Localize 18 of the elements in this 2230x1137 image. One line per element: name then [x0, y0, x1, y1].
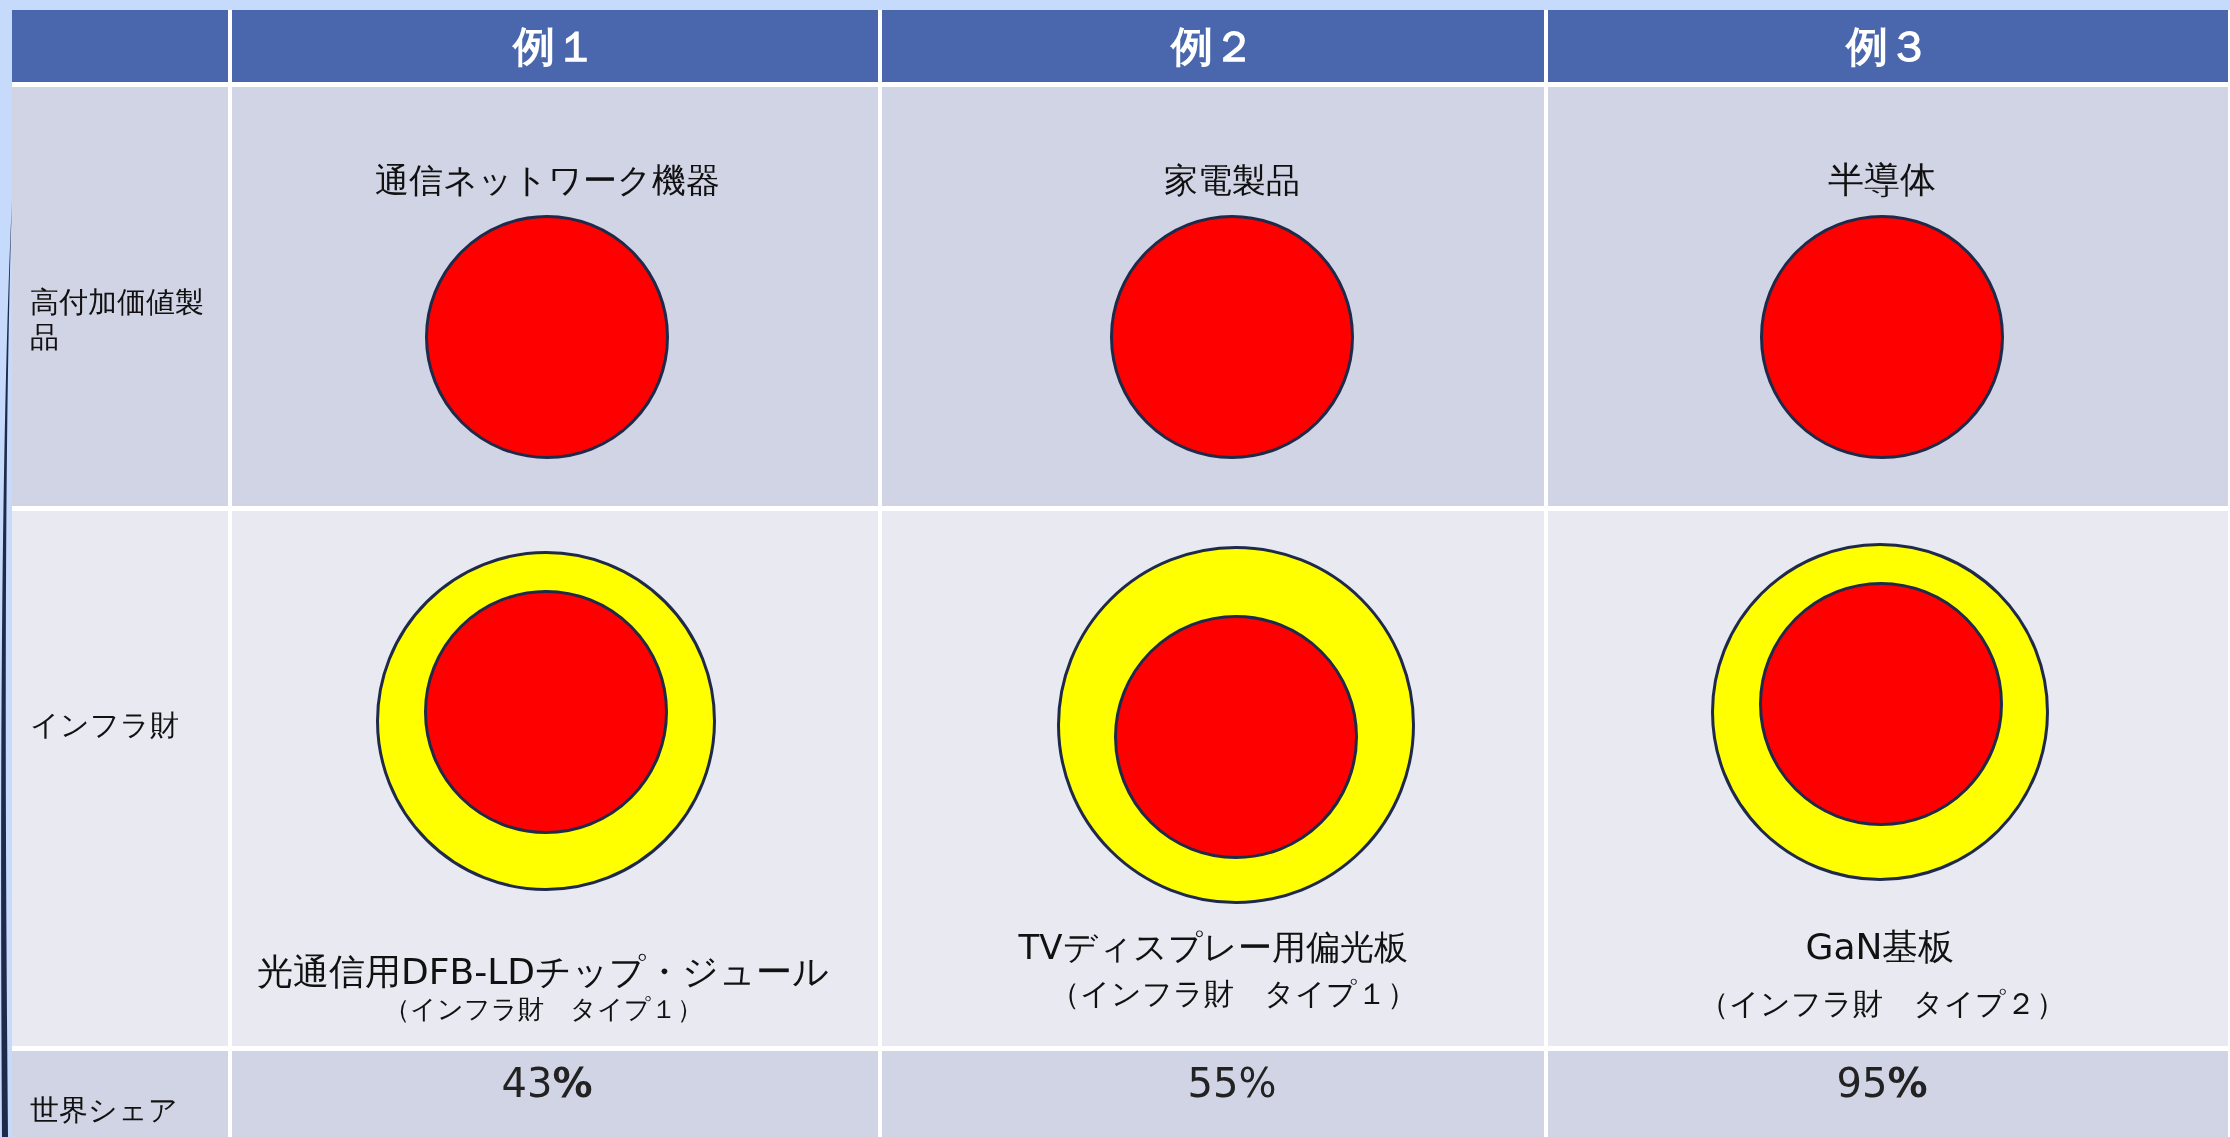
category-label: 半導体	[1827, 158, 1937, 202]
share-value: 95%	[1835, 1059, 1929, 1107]
type-note: （インフラ財 タイプ１）	[382, 994, 704, 1026]
category-label: 家電製品	[1163, 159, 1301, 201]
type-note: （インフラ財 タイプ１）	[1048, 976, 1418, 1012]
row-header: 世界シェア	[30, 1092, 179, 1128]
row-header: 高付加価値製品	[30, 285, 205, 355]
product-label: GaN基板	[1804, 925, 1956, 969]
column-header: 例３	[1844, 21, 1931, 73]
share-value: 55%	[1186, 1059, 1278, 1107]
product-label: TVディスプレー用偏光板	[1017, 926, 1409, 968]
share-value: 43%	[500, 1059, 594, 1107]
column-header: 例２	[1169, 21, 1256, 73]
type-note: （インフラ財 タイプ２）	[1697, 986, 2067, 1022]
product-label: 光通信用DFB-LDチップ・ジュール	[256, 950, 830, 994]
category-label: 通信ネットワーク機器	[373, 159, 721, 201]
row-header: インフラ財	[30, 707, 180, 743]
column-header: 例１	[511, 21, 598, 73]
